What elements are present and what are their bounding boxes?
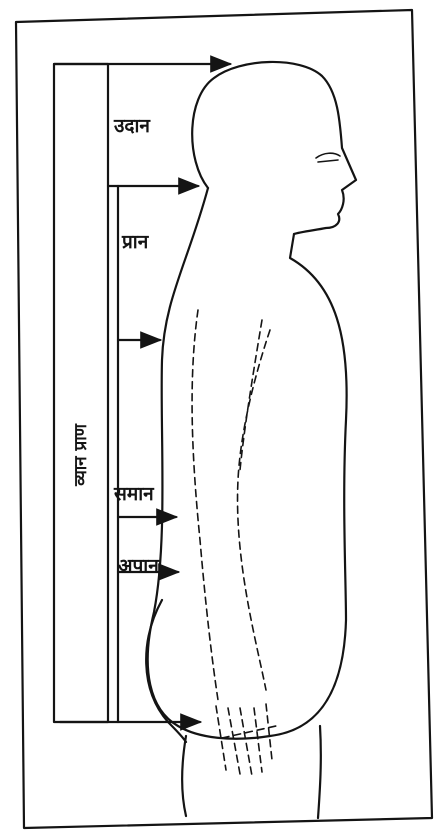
label-pran: प्रान xyxy=(121,231,150,253)
body-outline xyxy=(148,188,347,739)
front-leg xyxy=(182,736,186,816)
head-outline xyxy=(192,62,356,234)
vyan-column-box xyxy=(54,64,108,722)
label-saman: समान xyxy=(113,483,155,505)
eye xyxy=(316,153,340,158)
back-leg xyxy=(318,726,321,818)
page-frame xyxy=(16,10,432,828)
finger-2 xyxy=(228,708,240,774)
label-vyan: व्यान प्राण xyxy=(71,423,91,487)
finger-4 xyxy=(254,708,262,772)
back-curve xyxy=(146,600,186,742)
eyelid xyxy=(318,160,338,162)
label-apan: अपान xyxy=(118,555,160,577)
finger-5 xyxy=(266,704,272,760)
label-udan: उदान xyxy=(113,115,151,137)
finger-3 xyxy=(240,708,252,776)
arm-dashed-outer xyxy=(192,310,218,700)
arm-dashed-inner xyxy=(238,330,270,690)
